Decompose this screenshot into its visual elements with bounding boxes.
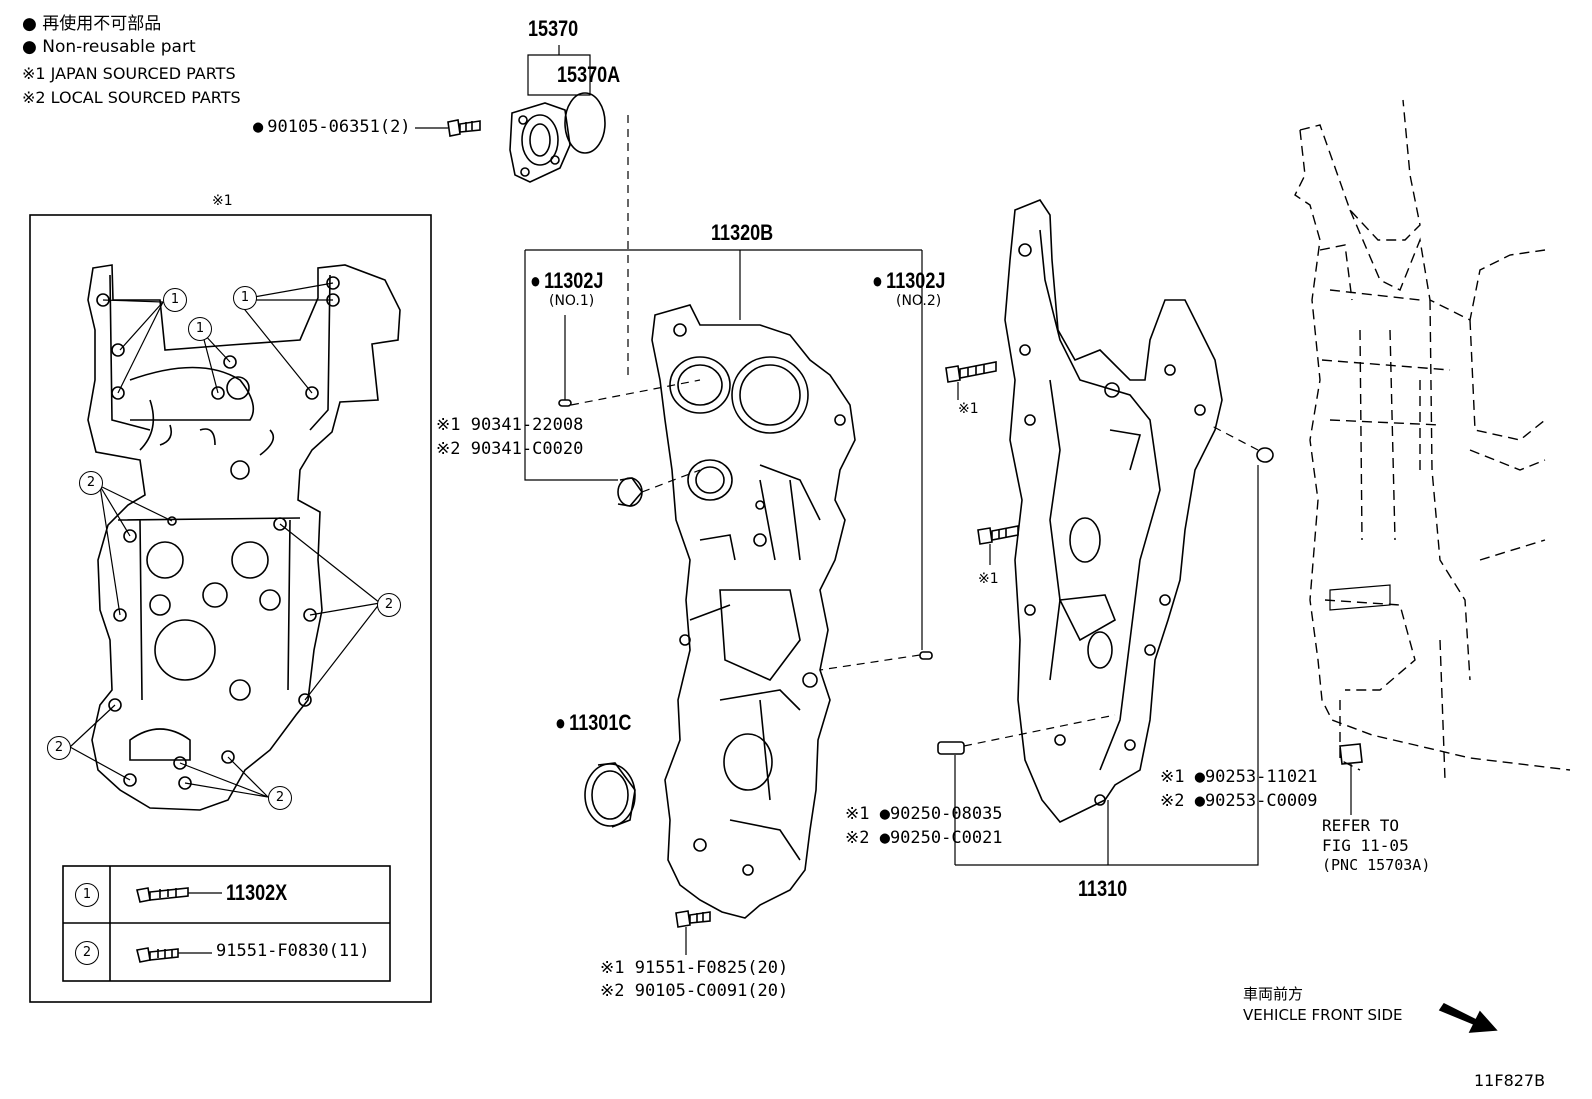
- inset-table-part-2[interactable]: 91551-F0830(11): [216, 941, 370, 961]
- engine-block-outline: [1294, 99, 1571, 781]
- part-label-pin-local[interactable]: ※2 90341-C0020: [436, 439, 584, 459]
- part-label-15370[interactable]: 15370: [528, 16, 579, 41]
- figure-code: 11F827B: [1474, 1071, 1546, 1090]
- legend-line-local-sourced: ※2 LOCAL SOURCED PARTS: [22, 88, 241, 107]
- inset-callout-2b: 2: [377, 593, 401, 617]
- oil-seal-11301C: [584, 762, 636, 828]
- inset-callout-1c: 1: [188, 317, 212, 341]
- inset-table-part-1[interactable]: 11302X: [226, 880, 288, 905]
- part-label-dowel-local[interactable]: ※2 ●90250-C0021: [845, 828, 1003, 848]
- front-label-jp: 車両前方: [1243, 985, 1304, 1003]
- legend-line-jp: ● 再使用不可部品: [22, 14, 162, 34]
- inset-leader-lines: [69, 282, 381, 798]
- part-label-plug-japan[interactable]: ※1 ●90253-11021: [1160, 767, 1318, 787]
- vehicle-front-arrow: [1438, 1002, 1498, 1033]
- inset-callout-1b: 1: [233, 286, 257, 310]
- inset-callout-2c: 2: [47, 736, 71, 760]
- front-label-en: VEHICLE FRONT SIDE: [1243, 1006, 1403, 1024]
- bolt-bottom: [675, 910, 711, 955]
- refer-line-1: REFER TO: [1322, 816, 1400, 835]
- part-label-11302J-no2[interactable]: 11302J: [872, 270, 945, 292]
- refer-line-3: (PNC 15703A): [1322, 856, 1431, 874]
- bolt-case-middle: [977, 525, 1019, 565]
- mark-japan-upper: ※1: [958, 401, 979, 417]
- refer-line-2[interactable]: FIG 11-05: [1322, 836, 1409, 855]
- part-label-11302J-no1[interactable]: 11302J: [530, 270, 603, 292]
- inset-table-key-1: 1: [75, 883, 99, 907]
- dowel-pin: [937, 741, 965, 755]
- part-label-11301C[interactable]: 11301C: [555, 712, 631, 734]
- inset-callout-1a: 1: [163, 288, 187, 312]
- inset-callout-2d: 2: [268, 786, 292, 810]
- timing-case-11310: [1004, 199, 1223, 823]
- part-label-bolt-bottom-local[interactable]: ※2 90105-C0091(20): [600, 981, 789, 1001]
- bolt-case-upper: [945, 361, 997, 400]
- inset-table: [62, 865, 391, 982]
- part-label-bolt-bottom-japan[interactable]: ※1 91551-F0825(20): [600, 958, 789, 978]
- part-label-11310[interactable]: 11310: [1078, 876, 1128, 901]
- engine-plug: [1339, 743, 1363, 815]
- mark-japan-middle: ※1: [978, 571, 999, 587]
- bolt-top: [415, 119, 481, 137]
- plug-seal: [617, 469, 701, 507]
- timing-cover-11320B: [651, 304, 856, 919]
- inset-box: [29, 214, 432, 1003]
- part-label-plug-local[interactable]: ※2 ●90253-C0009: [1160, 791, 1318, 811]
- inset-title: ※1: [212, 193, 233, 209]
- inset-table-key-2: 2: [75, 941, 99, 965]
- part-label-bolt-top[interactable]: 90105-06351(2): [253, 119, 410, 136]
- legend-line-japan-sourced: ※1 JAPAN SOURCED PARTS: [22, 64, 236, 83]
- part-label-pin-japan[interactable]: ※1 90341-22008: [436, 415, 584, 435]
- plug-case: [1256, 447, 1274, 463]
- part-note-no1: (NO.1): [549, 293, 595, 309]
- o-ring-15370A: [564, 92, 606, 154]
- inset-gasket-outline: [87, 264, 401, 811]
- legend-line-nonreusable: ● Non-reusable part: [22, 37, 196, 57]
- part-note-no2: (NO.2): [896, 293, 942, 309]
- oil-seal-retainer-15370: [509, 45, 606, 183]
- inset-bolt-holes: [96, 276, 340, 790]
- part-label-11320B[interactable]: 11320B: [711, 220, 774, 245]
- inset-callout-2a: 2: [79, 471, 103, 495]
- part-label-15370A[interactable]: 15370A: [557, 62, 621, 87]
- part-label-dowel-japan[interactable]: ※1 ●90250-08035: [845, 804, 1003, 824]
